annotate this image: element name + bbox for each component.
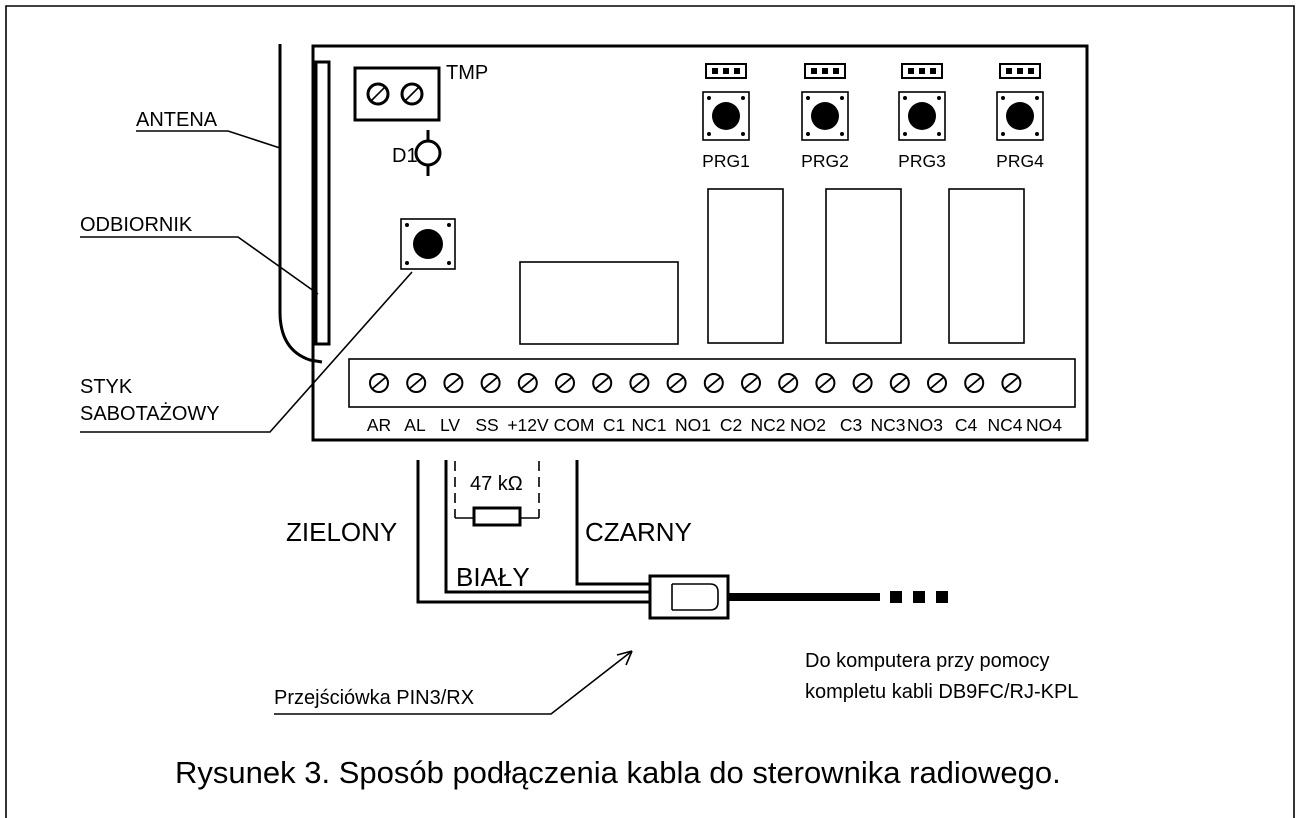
- terminal-screw: [778, 373, 799, 393]
- jumper: [999, 63, 1041, 79]
- program-button-label: PRG2: [801, 151, 849, 171]
- adapter-leader: [274, 650, 633, 715]
- tamper-label-line1: STYK: [80, 376, 133, 398]
- terminal-screw: [369, 373, 389, 393]
- terminal-label-no3: NO3: [907, 415, 943, 435]
- terminal-label-nc2: NC2: [750, 415, 785, 435]
- terminal-screw: [480, 373, 501, 393]
- terminal-screw: [443, 373, 464, 393]
- receiver-leader: [80, 236, 319, 295]
- terminal-label-no1: NO1: [675, 415, 711, 435]
- relay-3: [948, 188, 1025, 344]
- terminal-screw: [927, 373, 947, 393]
- resistor: [472, 506, 522, 527]
- relay-1: [707, 188, 784, 344]
- wire-green: [416, 460, 650, 604]
- tmp-connector: [353, 66, 441, 122]
- terminal-label-c2: C2: [720, 415, 742, 435]
- terminal-label-c3: C3: [840, 415, 862, 435]
- adapter-arrowhead: [616, 650, 633, 666]
- terminal-label-plus12v: +12V: [507, 415, 549, 435]
- wire-green-label: ZIELONY: [286, 517, 397, 547]
- terminal-label-al: AL: [404, 415, 426, 435]
- cable-dot: [913, 591, 925, 603]
- terminal-screw: [666, 373, 687, 393]
- jumper: [804, 63, 846, 79]
- terminal-label-com: COM: [554, 415, 595, 435]
- terminal-screw: [629, 373, 650, 393]
- relay-2: [825, 188, 902, 344]
- terminal-screw: [406, 373, 427, 393]
- terminal-screw: [555, 373, 575, 393]
- tamper-switch: [400, 218, 456, 270]
- adapter-connector: [648, 574, 730, 620]
- terminal-label-nc3: NC3: [870, 415, 905, 435]
- antenna-leader: [136, 130, 281, 149]
- terminal-screw: [889, 373, 910, 393]
- terminal-screws: [369, 373, 1022, 393]
- terminal-label-c4: C4: [955, 415, 978, 435]
- terminal-screw: [852, 373, 873, 393]
- resistor-label: 47 kΩ: [470, 473, 523, 495]
- relay-main: [519, 261, 679, 345]
- receiver-module: [314, 60, 331, 346]
- wire-white-label: BIAŁY: [456, 562, 530, 592]
- receiver-label: ODBIORNIK: [80, 214, 193, 236]
- cable-dot: [936, 591, 948, 603]
- resistor-dashed-frame: [454, 461, 540, 518]
- adapter-label: Przejściówka PIN3/RX: [274, 687, 474, 709]
- terminal-screw: [964, 373, 985, 393]
- terminal-screw: [741, 373, 761, 393]
- terminal-label-ss: SS: [475, 415, 498, 435]
- tamper-label-line2: SABOTAŻOWY: [80, 402, 220, 425]
- program-button-label: PRG3: [898, 151, 946, 171]
- tamper-leader: [80, 271, 413, 433]
- computer-label-line1: Do komputera przy pomocy: [805, 650, 1050, 672]
- terminal-screw: [592, 373, 613, 393]
- cable-dot: [890, 591, 902, 603]
- jumper: [705, 63, 747, 79]
- terminal-label-nc4: NC4: [987, 415, 1022, 435]
- terminal-label-c1: C1: [603, 415, 625, 435]
- d1-led: [414, 130, 442, 176]
- terminal-label-lv: LV: [440, 415, 460, 435]
- outer-frame: [5, 5, 1295, 818]
- program-button-label: PRG4: [996, 151, 1044, 171]
- pcb-board: [311, 44, 1089, 442]
- program-button-label: PRG1: [702, 151, 750, 171]
- terminal-screw: [1001, 373, 1022, 393]
- terminal-strip: [348, 358, 1076, 408]
- terminal-screw: [703, 373, 724, 393]
- tmp-label: TMP: [446, 62, 488, 84]
- jumper: [901, 63, 943, 79]
- terminal-label-no4: NO4: [1026, 415, 1062, 435]
- program-button-1: PRG1: [702, 63, 750, 171]
- wire-black-label: CZARNY: [585, 517, 692, 547]
- terminal-screw: [815, 373, 836, 393]
- antenna-label: ANTENA: [136, 109, 218, 131]
- program-button-3: PRG3: [898, 63, 946, 171]
- program-buttons: PRG1 PRG2 PRG3 PRG4: [702, 63, 1044, 171]
- program-button-2: PRG2: [801, 63, 849, 171]
- d1-label: D1: [392, 145, 418, 167]
- terminal-screw: [517, 373, 538, 393]
- terminal-label-nc1: NC1: [631, 415, 666, 435]
- antenna-wire: [278, 44, 323, 364]
- terminal-label-no2: NO2: [790, 415, 826, 435]
- figure-caption: Rysunek 3. Sposób podłączenia kabla do s…: [175, 755, 1061, 790]
- wire-white: [444, 460, 650, 594]
- program-button-4: PRG4: [996, 63, 1044, 171]
- computer-label-line2: kompletu kabli DB9FC/RJ-KPL: [805, 681, 1078, 703]
- terminal-label-ar: AR: [367, 415, 391, 435]
- wire-black: [575, 460, 650, 586]
